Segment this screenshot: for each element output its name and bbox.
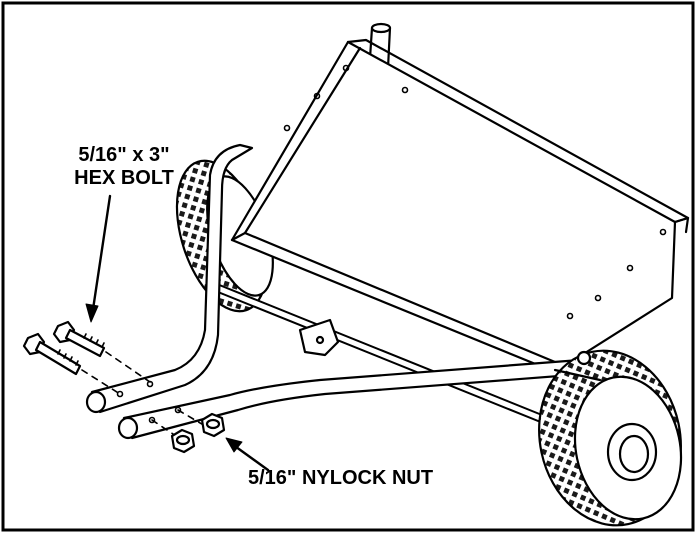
hex-bolt-type-text: HEX BOLT [74, 167, 174, 189]
right-wheel [538, 349, 683, 527]
nylock-nut-upper [200, 412, 226, 438]
nylock-nut-label: 5/16" NYLOCK NUT [248, 467, 434, 489]
hex-bolt-lower [22, 332, 82, 376]
hopper-rivets [283, 64, 667, 320]
handle-tube-upper [85, 143, 254, 414]
hex-bolt-size-text: 5/16" x 3" [78, 144, 170, 166]
axle-beam [205, 280, 550, 425]
handle-holes [116, 380, 182, 424]
nut-callout-arrow [225, 437, 270, 472]
nylock-nut-lower [170, 428, 196, 454]
bolt-callout-arrow [85, 194, 112, 323]
hex-bolt-label: 5/16" x 3" HEX BOLT [44, 144, 204, 190]
hopper [230, 38, 690, 374]
hex-bolt-upper [52, 320, 106, 358]
left-wheel [175, 159, 274, 313]
